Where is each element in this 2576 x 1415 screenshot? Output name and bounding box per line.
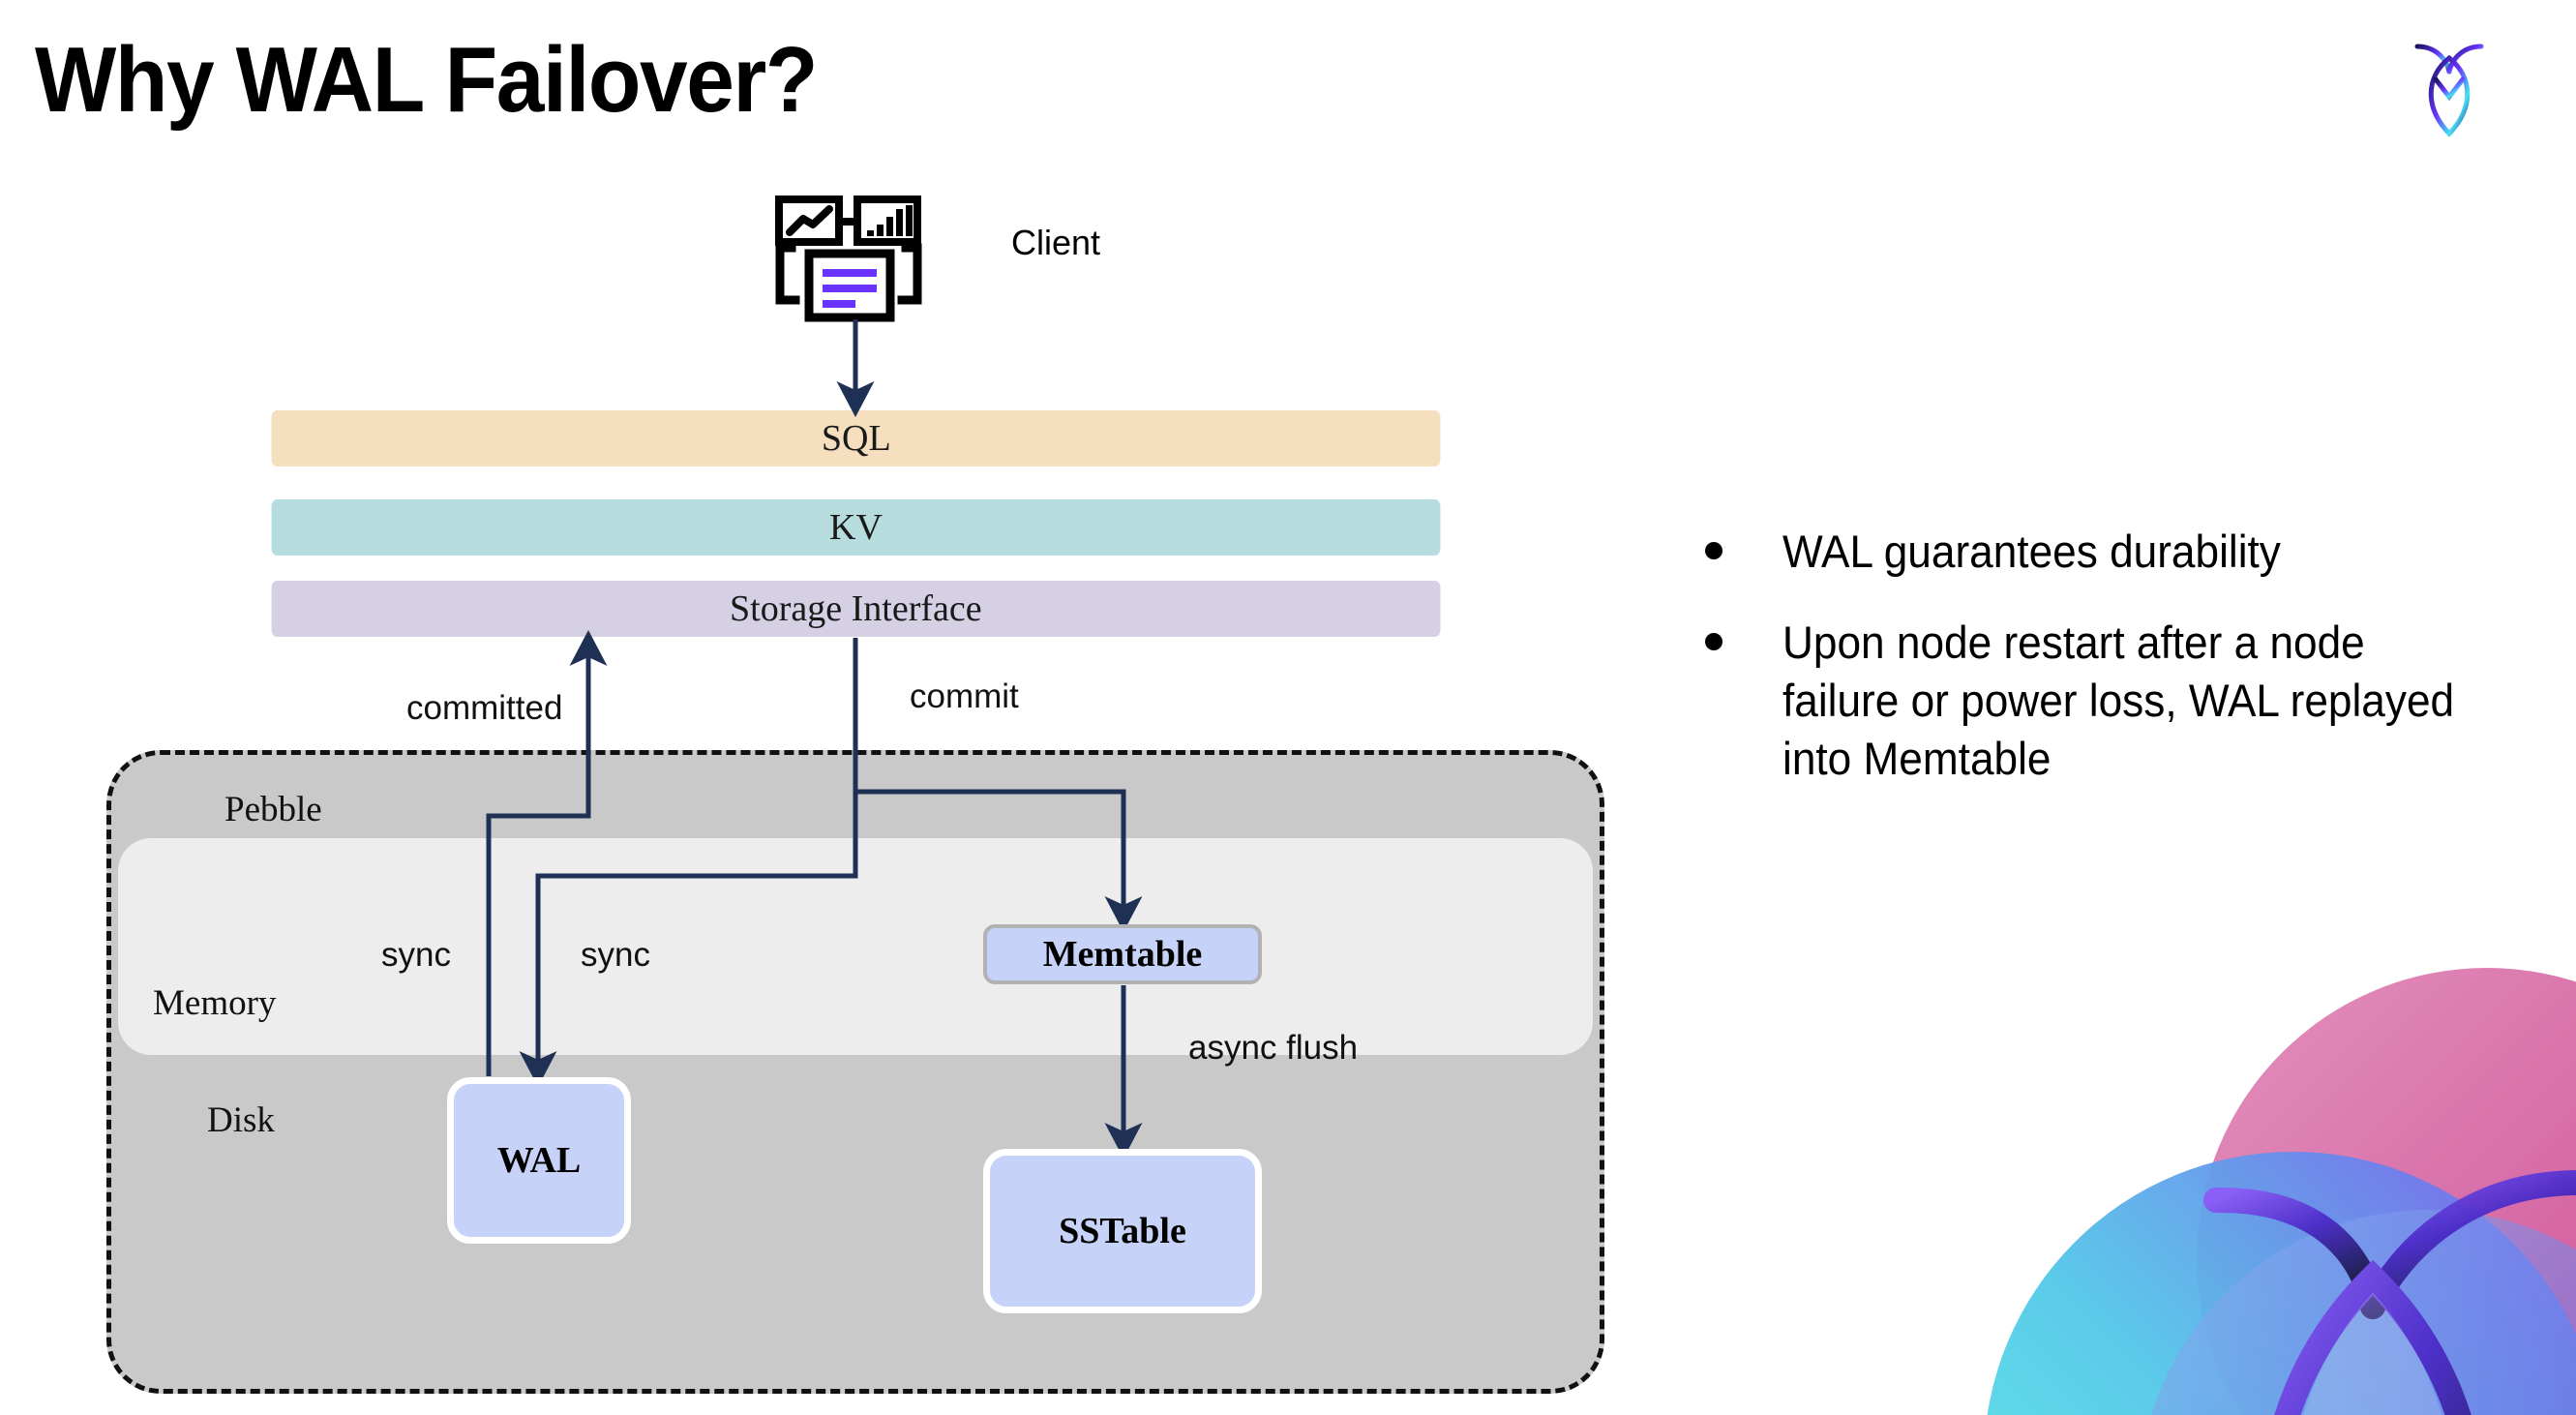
node-wal: WAL: [447, 1077, 631, 1244]
layer-bar-sql: SQL: [271, 410, 1441, 467]
node-sstable: SSTable: [983, 1149, 1262, 1313]
memory-label: Memory: [153, 983, 277, 1023]
layer-bar-storage-interface: Storage Interface: [271, 581, 1441, 637]
layer-bar-kv-label: KV: [829, 507, 883, 548]
page-title: Why WAL Failover?: [35, 28, 818, 132]
bullet-dot-icon: [1705, 542, 1722, 559]
edge-label-async-flush: async flush: [1188, 1029, 1359, 1067]
pebble-label: Pebble: [225, 790, 322, 829]
bullet-dot-icon: [1705, 633, 1722, 651]
list-item: Upon node restart after a node failure o…: [1705, 614, 2518, 788]
disk-label: Disk: [207, 1100, 275, 1140]
node-memtable: Memtable: [983, 924, 1262, 984]
edge-label-sync-left: sync: [381, 936, 451, 974]
list-item: WAL guarantees durability: [1705, 523, 2518, 581]
edge-label-sync-right: sync: [581, 936, 650, 974]
client-terminal-icon: [774, 194, 929, 329]
edge-label-commit: commit: [910, 677, 1019, 715]
bullet-text: WAL guarantees durability: [1782, 526, 2281, 577]
memory-region: [118, 838, 1593, 1055]
node-wal-label: WAL: [496, 1140, 582, 1181]
layer-bar-sql-label: SQL: [821, 418, 891, 459]
edge-label-committed: committed: [406, 689, 563, 727]
node-sstable-label: SSTable: [1059, 1211, 1186, 1251]
layer-bar-kv: KV: [271, 499, 1441, 556]
bullet-text: Upon node restart after a node failure o…: [1782, 617, 2455, 785]
client-label: Client: [1011, 223, 1101, 262]
bullet-list: WAL guarantees durability Upon node rest…: [1705, 523, 2518, 822]
node-memtable-label: Memtable: [1042, 934, 1203, 975]
cockroachdb-decorative-logo-icon: [1974, 958, 2576, 1415]
layer-bar-storage-interface-label: Storage Interface: [730, 588, 982, 629]
cockroachdb-logo-icon: [2411, 33, 2487, 139]
